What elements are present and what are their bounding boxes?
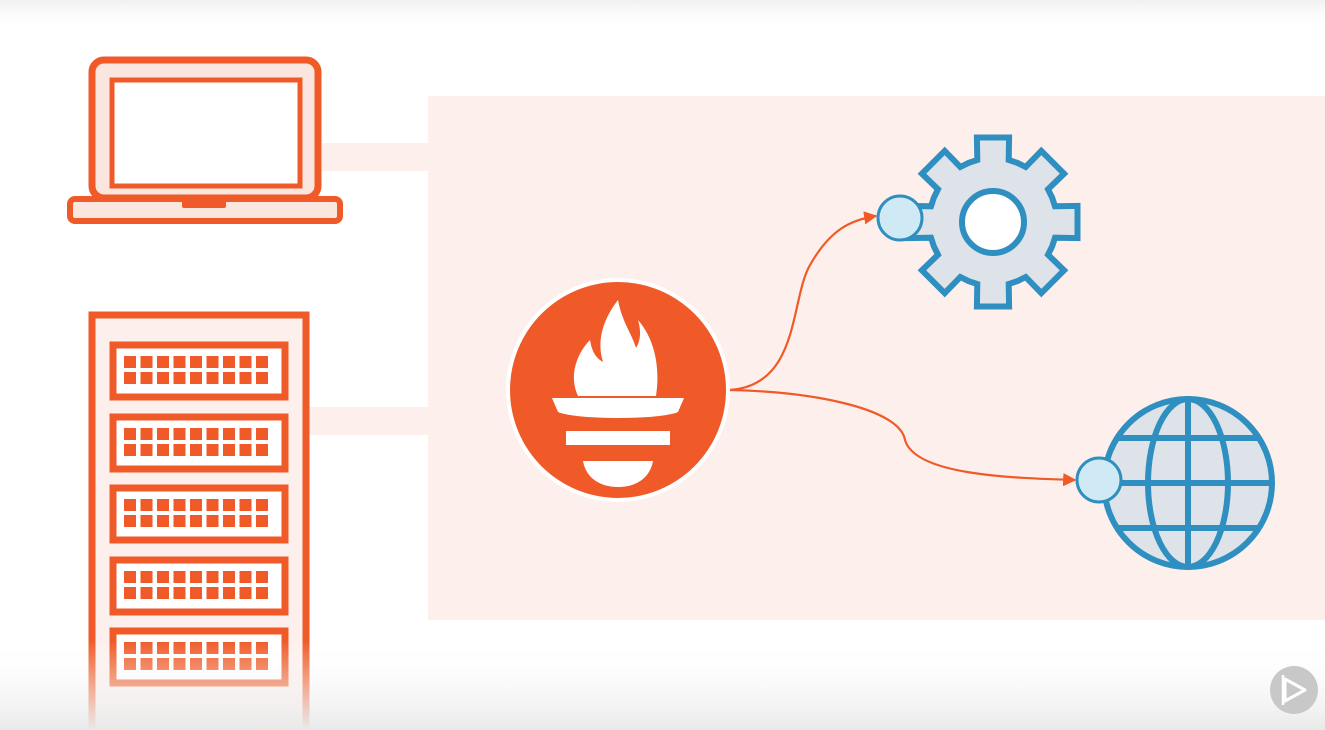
- play-icon: [1283, 677, 1307, 703]
- server-port: [124, 499, 136, 511]
- server-port: [239, 587, 252, 599]
- server-port: [157, 571, 169, 583]
- server-unit: [109, 484, 289, 544]
- server-unit: [109, 341, 289, 401]
- server-port: [157, 515, 169, 527]
- server-port: [239, 428, 252, 440]
- server-port: [173, 587, 186, 599]
- server-port: [173, 428, 186, 440]
- server-port: [157, 499, 169, 511]
- server-port: [223, 515, 235, 527]
- server-port: [124, 428, 136, 440]
- laptop-connector-bar: [322, 143, 428, 171]
- server-port: [206, 587, 219, 599]
- server-unit: [109, 413, 289, 473]
- server-port: [206, 515, 219, 527]
- server-port: [124, 356, 136, 368]
- server-port: [124, 515, 136, 527]
- connection-to-service: [729, 211, 878, 392]
- server-port: [190, 571, 202, 583]
- prometheus-torch-icon: [506, 278, 730, 502]
- server-port: [173, 444, 186, 456]
- server-port: [173, 515, 186, 527]
- server-port: [173, 356, 186, 368]
- server-port: [190, 444, 202, 456]
- server-port: [223, 372, 235, 384]
- laptop-icon: [67, 56, 343, 224]
- server-port: [173, 499, 186, 511]
- server-port: [223, 499, 235, 511]
- server-port: [256, 587, 268, 599]
- web-endpoint-node: [1075, 456, 1123, 504]
- connection-to-web: [729, 388, 1077, 487]
- server-port: [206, 571, 219, 583]
- server-port: [140, 499, 153, 511]
- server-port: [206, 444, 219, 456]
- server-port: [190, 587, 202, 599]
- server-port: [157, 372, 169, 384]
- server-port: [140, 515, 153, 527]
- server-port: [140, 356, 153, 368]
- server-port: [124, 587, 136, 599]
- server-port: [239, 499, 252, 511]
- server-port: [223, 571, 235, 583]
- bottom-fade: [0, 640, 1325, 730]
- server-port: [124, 571, 136, 583]
- globe-icon: [1101, 396, 1275, 570]
- server-port: [173, 571, 186, 583]
- server-port: [140, 428, 153, 440]
- server-port: [256, 515, 268, 527]
- server-port: [206, 356, 219, 368]
- server-port: [239, 356, 252, 368]
- server-port: [157, 587, 169, 599]
- server-port: [223, 587, 235, 599]
- server-port: [124, 444, 136, 456]
- server-port: [256, 499, 268, 511]
- server-port: [173, 372, 186, 384]
- server-port: [223, 356, 235, 368]
- service-endpoint-node: [876, 194, 924, 242]
- server-unit: [109, 556, 289, 616]
- server-port: [239, 372, 252, 384]
- server-port: [190, 356, 202, 368]
- server-port: [157, 444, 169, 456]
- gear-icon: [905, 134, 1081, 310]
- server-port: [190, 515, 202, 527]
- server-port: [256, 571, 268, 583]
- server-port: [223, 444, 235, 456]
- server-port: [140, 444, 153, 456]
- server-port: [124, 372, 136, 384]
- server-port: [206, 499, 219, 511]
- server-port: [206, 372, 219, 384]
- server-port: [256, 444, 268, 456]
- server-port: [190, 499, 202, 511]
- server-port: [140, 571, 153, 583]
- server-port: [157, 428, 169, 440]
- server-port: [223, 428, 235, 440]
- server-port: [157, 356, 169, 368]
- server-port: [140, 587, 153, 599]
- server-port: [190, 372, 202, 384]
- server-port: [239, 571, 252, 583]
- server-port: [239, 444, 252, 456]
- server-port: [190, 428, 202, 440]
- server-port: [140, 372, 153, 384]
- play-button[interactable]: [1270, 666, 1318, 714]
- server-port: [256, 356, 268, 368]
- server-port: [206, 428, 219, 440]
- top-fade: [0, 0, 1325, 30]
- server-port: [256, 428, 268, 440]
- server-port: [239, 515, 252, 527]
- server-connector-bar: [308, 407, 428, 435]
- server-port: [256, 372, 268, 384]
